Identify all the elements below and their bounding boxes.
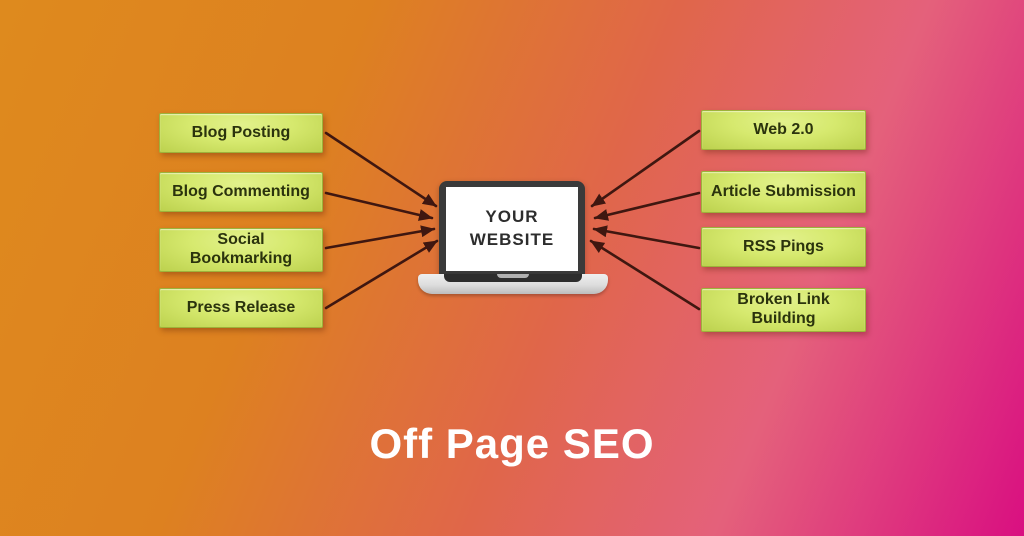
laptop-keyboard <box>444 274 582 282</box>
arrow-press-release <box>324 239 439 310</box>
your-website-line1: YOUR <box>485 207 539 227</box>
arrow-blog-commenting <box>324 191 434 221</box>
arrow-social-bookmarking <box>324 225 436 250</box>
arrow-broken-link-building <box>589 239 701 311</box>
node-blog-commenting: Blog Commenting <box>159 172 323 212</box>
laptop-notch <box>497 274 529 278</box>
node-rss-pings: RSS Pings <box>701 227 866 267</box>
your-website-line2: WEBSITE <box>469 230 555 249</box>
arrow-article-submission <box>593 191 701 221</box>
your-website-label: YOUR WEBSITE <box>470 206 554 252</box>
node-blog-posting: Blog Posting <box>159 113 323 153</box>
node-broken-link-building: Broken Link Building <box>701 288 866 332</box>
node-web-20: Web 2.0 <box>701 110 866 150</box>
arrow-rss-pings <box>592 225 701 250</box>
laptop-icon: YOUR WEBSITE <box>418 177 608 299</box>
node-article-submission: Article Submission <box>701 171 866 213</box>
node-press-release: Press Release <box>159 288 323 328</box>
arrow-blog-posting <box>324 131 438 208</box>
laptop-screen-display: YOUR WEBSITE <box>446 187 578 271</box>
arrow-web-20 <box>590 129 701 208</box>
laptop-base <box>418 274 608 294</box>
node-social-bookmarking: Social Bookmarking <box>159 228 323 272</box>
laptop-screen: YOUR WEBSITE <box>439 181 585 274</box>
page-title: Off Page SEO <box>369 420 655 467</box>
